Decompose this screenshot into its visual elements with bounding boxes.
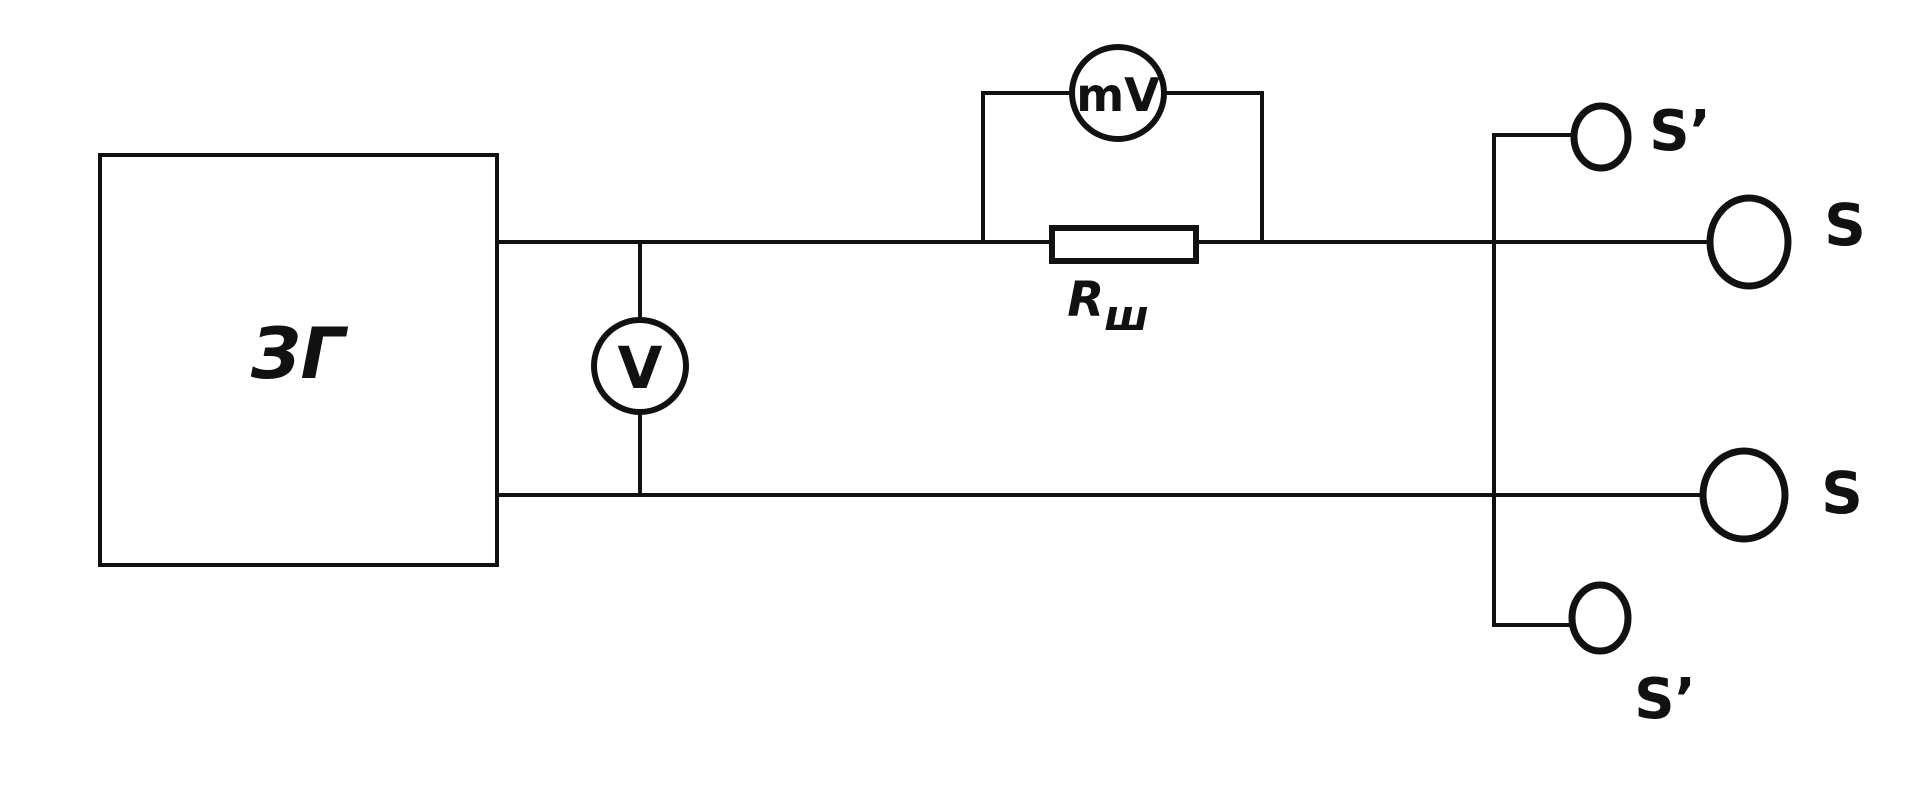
terminal-s-prime-bottom [1568,581,1632,655]
voltmeter-label: V [618,334,663,402]
label-s-prime-top: S’ [1649,99,1711,164]
terminal-s-top [1706,194,1792,290]
shunt-resistor [1049,225,1199,264]
shunt-symbol: R [1067,272,1104,328]
millivoltmeter-circle [1069,44,1167,142]
generator-label: ЗГ [250,313,349,395]
voltmeter-circle [591,317,689,415]
millivoltmeter-lead-right [1161,91,1264,244]
millivoltmeter-label: mV [1076,68,1160,122]
terminal-s-prime-top [1570,102,1632,172]
label-s-bottom: S [1821,459,1863,527]
millivoltmeter-lead-left [981,91,1072,244]
shunt-subscript: ш [1104,291,1149,340]
label-s-prime-bottom: S’ [1634,667,1696,732]
shunt-label: Rш [1067,272,1149,340]
terminal-s-bottom [1699,447,1789,543]
label-s-top: S [1824,191,1866,259]
generator-box [98,153,499,567]
